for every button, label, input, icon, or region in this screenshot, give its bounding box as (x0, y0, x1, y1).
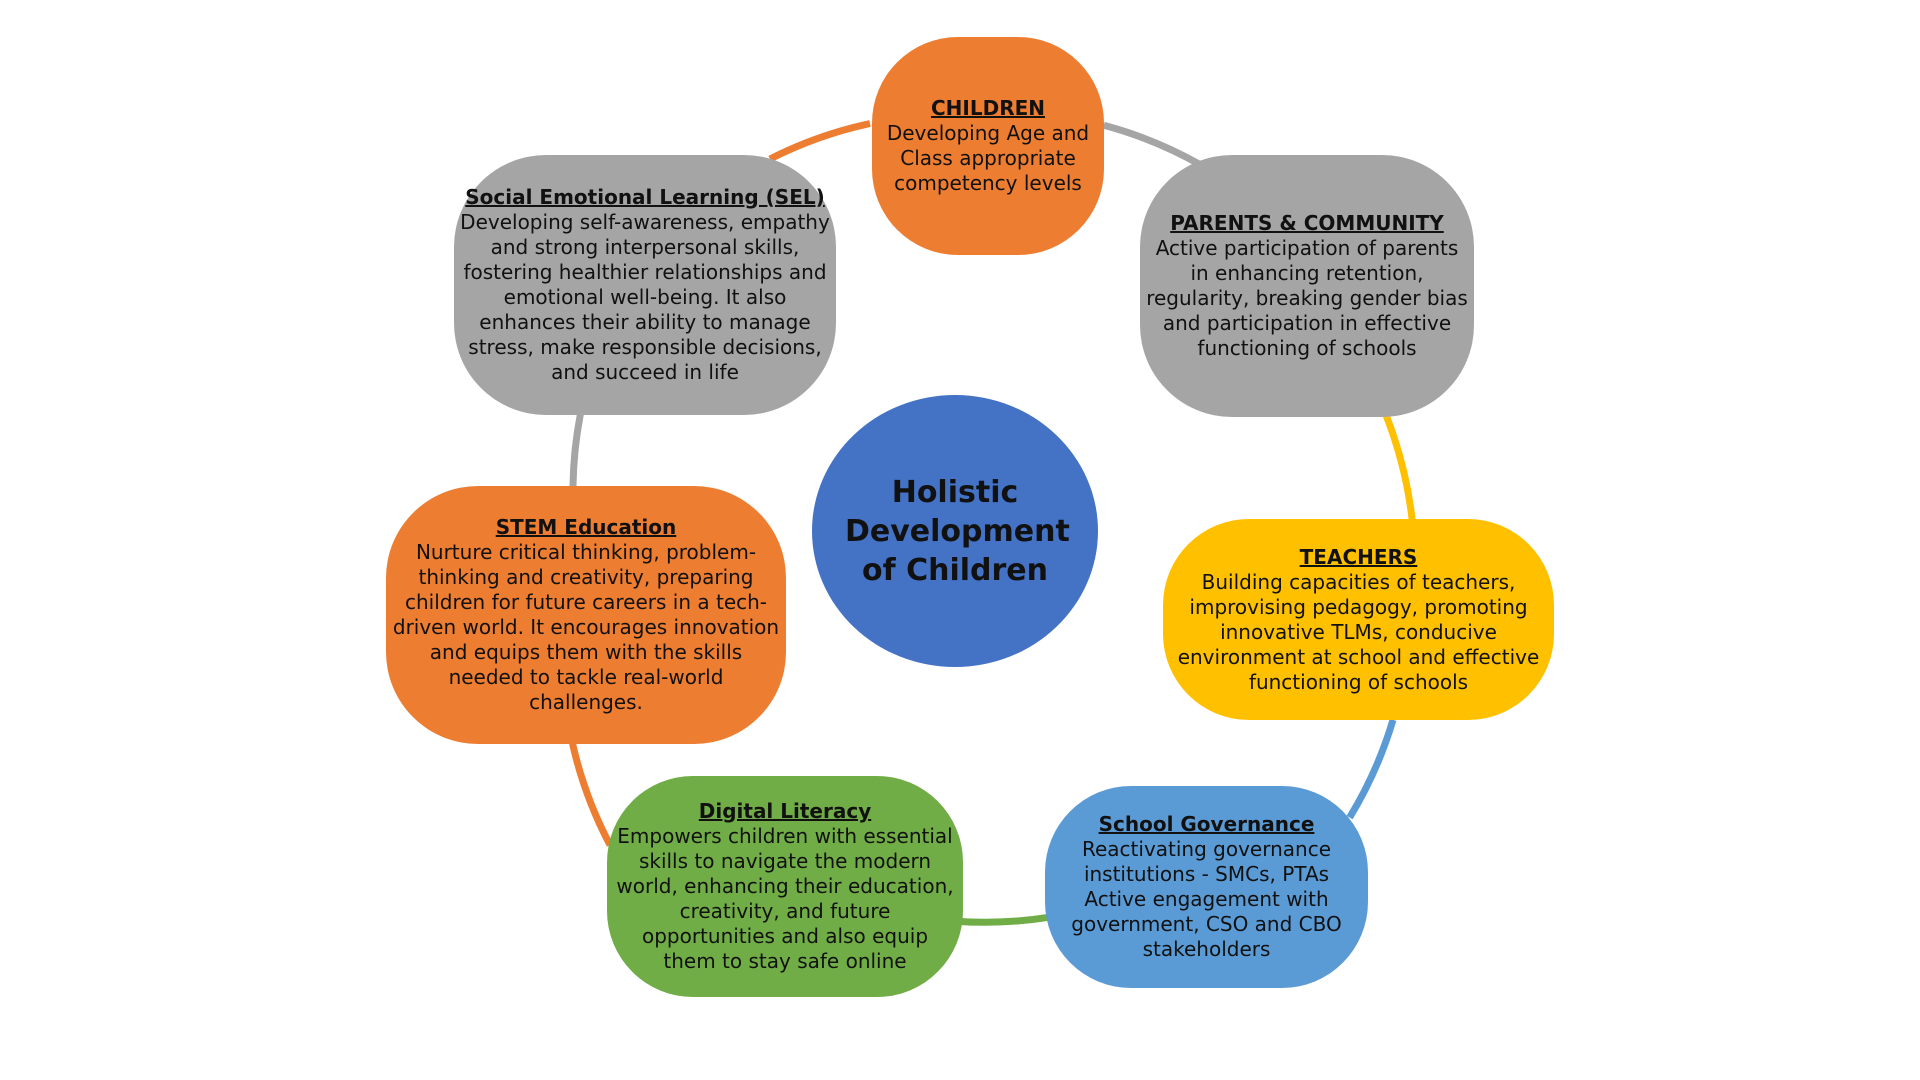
arc-teachers-to-governance (1346, 718, 1397, 820)
connector-ring (569, 120, 1416, 926)
node-sel: Social Emotional Learning (SEL) Developi… (454, 155, 836, 415)
node-title: TEACHERS (1299, 544, 1418, 569)
node-digital-literacy: Digital Literacy Empowers children with … (607, 776, 963, 997)
arc-stem-to-sel (569, 412, 584, 487)
node-body: Reactivating governance institutions - S… (1071, 837, 1342, 961)
node-teachers: TEACHERS Building capacities of teachers… (1163, 519, 1554, 720)
center-title: Holistic Development of Children (845, 474, 1070, 588)
node-title: PARENTS & COMMUNITY (1170, 211, 1444, 235)
arc-parents-to-teachers (1382, 414, 1416, 520)
arc-children-to-parents (1102, 121, 1201, 167)
node-title: Social Emotional Learning (SEL) (465, 185, 825, 209)
node-title: Digital Literacy (698, 799, 872, 823)
arc-digital-to-stem (569, 742, 614, 847)
node-title: CHILDREN (930, 96, 1045, 120)
node-body: Developing Age and Class appropriate com… (886, 121, 1090, 195)
node-body: Active participation of parents in enhan… (1146, 236, 1468, 360)
node-body: Nurture critical thinking, problem-think… (392, 540, 780, 714)
arc-governance-to-digital (955, 913, 1051, 926)
arc-sel-to-children (768, 120, 871, 163)
node-title: STEM Education (495, 515, 677, 539)
node-title: School Governance (1098, 812, 1315, 836)
node-parents-community: PARENTS & COMMUNITY Active participation… (1140, 155, 1474, 417)
center-hub: Holistic Development of Children (812, 395, 1098, 667)
node-school-governance: School Governance Reactivating governanc… (1045, 786, 1368, 988)
node-children: CHILDREN Developing Age and Class approp… (872, 37, 1104, 255)
node-body: Building capacities of teachers, improvi… (1177, 569, 1540, 694)
node-body: Developing self-awareness, empathy and s… (460, 210, 830, 384)
node-stem-education: STEM Education Nurture critical thinking… (386, 486, 786, 744)
node-body: Empowers children with essential skills … (616, 824, 954, 973)
